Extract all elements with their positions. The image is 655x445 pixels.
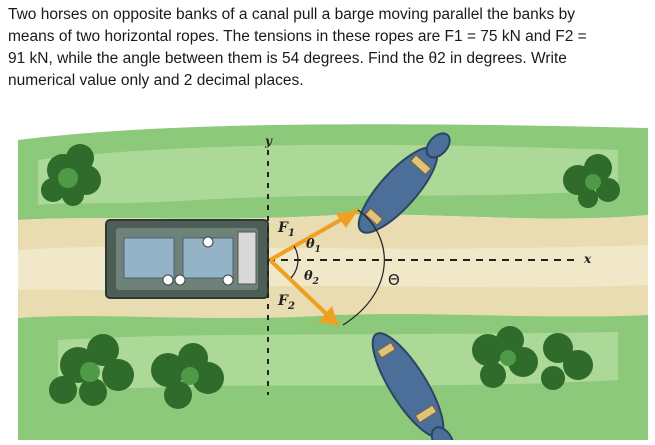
arrowhead-f2 [318,306,338,325]
horse-bottom [371,332,455,440]
question-line-2: means of two horizontal ropes. The tensi… [8,28,587,45]
upper-bank-highlight [38,144,618,205]
arc-theta [342,209,385,326]
x-axis-label: x [583,252,592,266]
canal-diagram-svg: y x F1 F2 θ1 θ2 Θ [18,124,648,440]
arrowhead-f1 [336,210,358,228]
label-theta1: θ1 [306,237,321,255]
canal-diagram: y x F1 F2 θ1 θ2 Θ [18,120,648,440]
question-line-3: 91 kN, while the angle between them is 5… [8,50,567,67]
question-line-1: Two horses on opposite banks of a canal … [8,6,575,23]
y-axis-label: y [264,134,273,148]
horse-top [357,132,451,234]
label-theta2: θ2 [304,269,319,287]
tree-top-right [563,154,620,208]
label-f1: F1 [277,220,295,239]
barge [105,219,269,299]
question-line-4: numerical value only and 2 decimal place… [8,72,304,89]
label-theta: Θ [388,271,400,289]
tree-top-left [41,144,101,206]
question-text: Two horses on opposite banks of a canal … [8,4,653,92]
tree-bottom-center [151,343,224,409]
tree-bottom-right [472,326,593,390]
tree-bottom-left [49,334,134,406]
arc-theta2 [290,259,299,279]
arc-theta1 [293,245,299,261]
label-f2: F2 [277,293,295,312]
